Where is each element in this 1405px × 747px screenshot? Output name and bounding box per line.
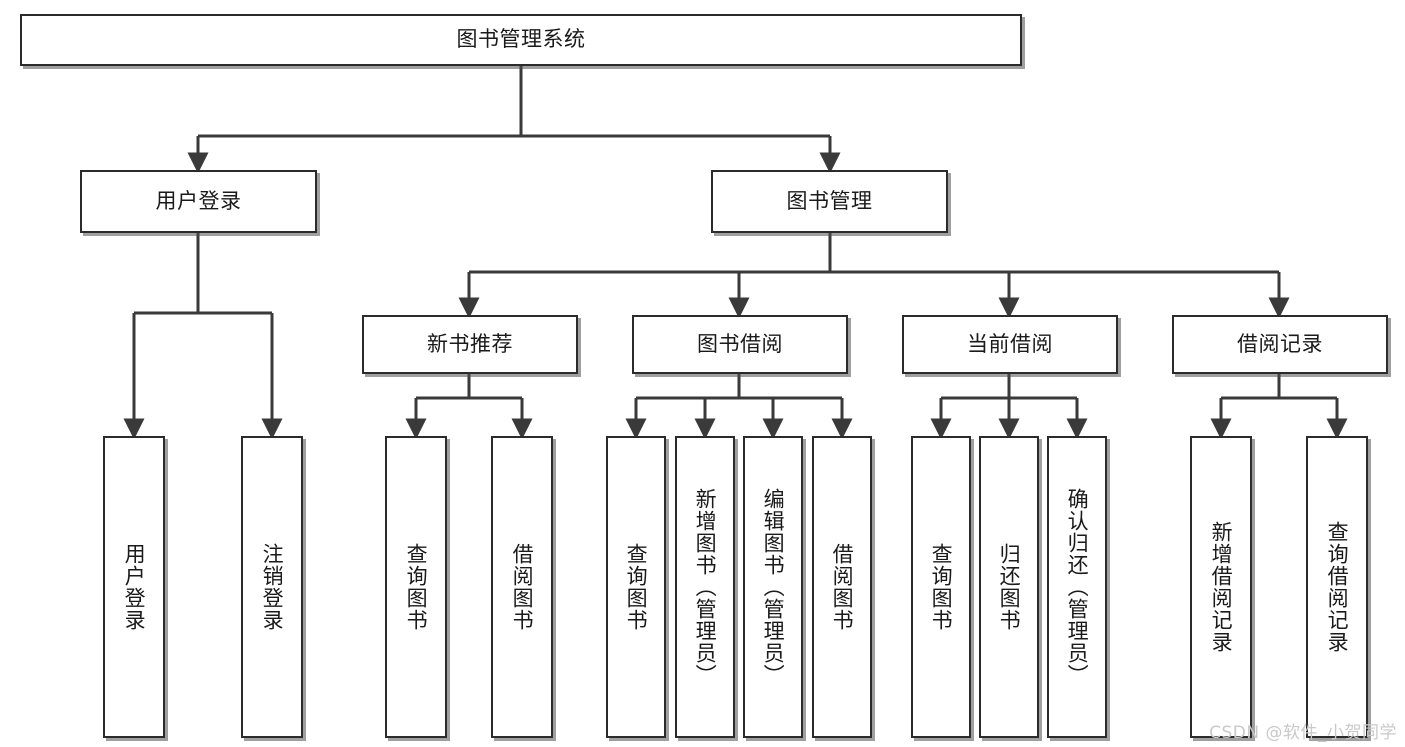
- node-leaf-query-book-3-label: 查询图书: [929, 543, 954, 631]
- node-leaf-query-book-1-label: 查询图书: [404, 543, 429, 631]
- node-leaf-add-book[interactable]: 新增图书（管理员）: [675, 436, 735, 738]
- node-leaf-logout-login-label: 注销登录: [260, 543, 285, 631]
- node-book-borrow[interactable]: 图书借阅: [632, 315, 848, 374]
- node-root[interactable]: 图书管理系统: [20, 14, 1022, 66]
- node-new-book-rec-label: 新书推荐: [427, 331, 513, 356]
- node-book-manage-label: 图书管理: [786, 188, 873, 213]
- node-leaf-return-book[interactable]: 归还图书: [979, 436, 1039, 738]
- node-leaf-confirm-return-label: 确认归还（管理员）: [1065, 488, 1090, 686]
- node-current-borrow[interactable]: 当前借阅: [902, 315, 1118, 374]
- node-leaf-query-book-2-label: 查询图书: [624, 543, 649, 631]
- node-leaf-edit-book-label: 编辑图书（管理员）: [761, 488, 786, 686]
- node-leaf-query-book-2[interactable]: 查询图书: [606, 436, 666, 738]
- node-leaf-add-book-label: 新增图书（管理员）: [693, 488, 718, 686]
- node-user-login[interactable]: 用户登录: [80, 170, 317, 233]
- node-leaf-borrow-book-1[interactable]: 借阅图书: [491, 436, 553, 738]
- node-leaf-return-book-label: 归还图书: [997, 543, 1022, 631]
- node-leaf-borrow-book-2[interactable]: 借阅图书: [812, 436, 872, 738]
- node-leaf-query-book-1[interactable]: 查询图书: [385, 436, 447, 738]
- node-leaf-borrow-book-1-label: 借阅图书: [510, 543, 535, 631]
- node-leaf-edit-book[interactable]: 编辑图书（管理员）: [743, 436, 803, 738]
- node-leaf-logout-login[interactable]: 注销登录: [241, 436, 303, 738]
- node-leaf-user-login-label: 用户登录: [122, 543, 147, 631]
- node-root-label: 图书管理系统: [456, 27, 586, 52]
- node-new-book-rec[interactable]: 新书推荐: [362, 315, 578, 374]
- node-leaf-add-record-label: 新增借阅记录: [1209, 521, 1234, 653]
- node-leaf-confirm-return[interactable]: 确认归还（管理员）: [1047, 436, 1107, 738]
- node-borrow-record[interactable]: 借阅记录: [1172, 315, 1388, 374]
- node-leaf-query-record[interactable]: 查询借阅记录: [1306, 436, 1368, 738]
- node-borrow-record-label: 借阅记录: [1237, 331, 1323, 356]
- node-user-login-label: 用户登录: [155, 188, 242, 213]
- node-current-borrow-label: 当前借阅: [967, 331, 1053, 356]
- node-leaf-borrow-book-2-label: 借阅图书: [830, 543, 855, 631]
- node-book-borrow-label: 图书借阅: [697, 331, 783, 356]
- node-leaf-user-login[interactable]: 用户登录: [103, 436, 165, 738]
- node-leaf-query-record-label: 查询借阅记录: [1325, 521, 1350, 653]
- node-book-manage[interactable]: 图书管理: [711, 170, 948, 233]
- node-leaf-add-record[interactable]: 新增借阅记录: [1190, 436, 1252, 738]
- node-leaf-query-book-3[interactable]: 查询图书: [911, 436, 971, 738]
